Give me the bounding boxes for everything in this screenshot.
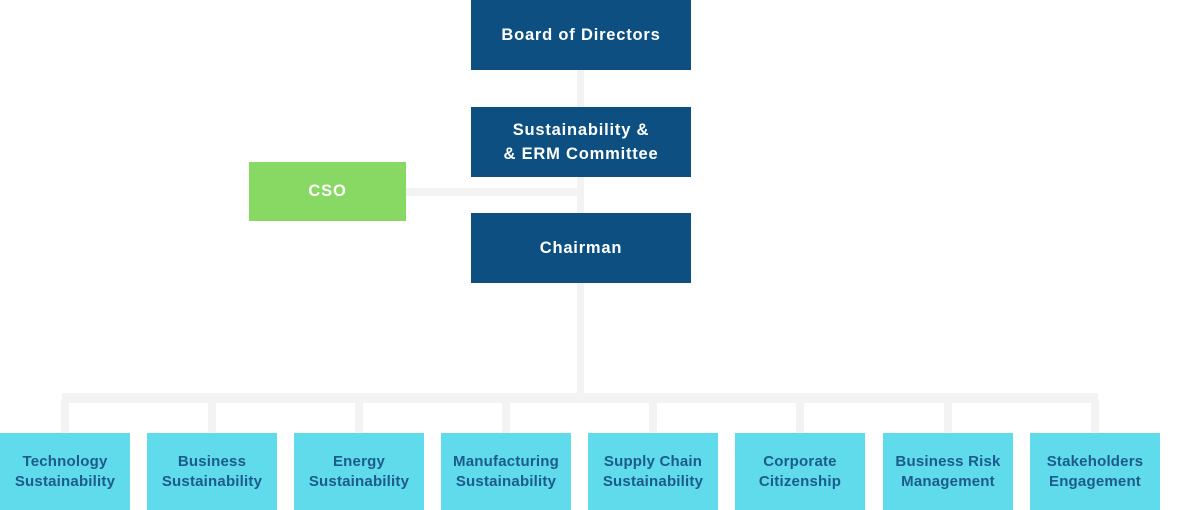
- node-label-line2: Sustainability: [161, 472, 263, 490]
- connector-drop-business: [208, 400, 216, 433]
- connector-chairman-stem: [577, 283, 584, 395]
- node-label-line2: Management: [901, 472, 995, 490]
- node-corporate-citizenship: Corporate Citizenship: [735, 433, 865, 510]
- node-energy-sustainability: Energy Sustainability: [294, 433, 424, 510]
- node-technology-sustainability: Technology Sustainability: [0, 433, 130, 510]
- node-label-line2: Sustainability: [308, 472, 410, 490]
- connector-drop-corporate: [796, 400, 804, 433]
- node-label-line2: Sustainability: [14, 472, 116, 490]
- connector-drop-technology: [61, 400, 69, 433]
- node-business-sustainability: Business Sustainability: [147, 433, 277, 510]
- node-label-line2: Sustainability: [455, 472, 557, 490]
- node-label-line1: Energy: [332, 453, 386, 470]
- node-label-line2: Engagement: [1048, 472, 1141, 490]
- node-label-line1: Business Risk: [895, 453, 1001, 470]
- connector-drop-supply-chain: [649, 400, 657, 433]
- node-label: Chairman: [539, 239, 623, 257]
- node-label-line1: Supply Chain: [603, 453, 703, 470]
- node-label-line1: Manufacturing: [453, 453, 559, 470]
- node-label-line1: Stakeholders: [1046, 453, 1144, 470]
- node-label-line2: Sustainability: [602, 472, 704, 490]
- connector-drop-stakeholders: [1091, 400, 1099, 433]
- connector-drop-business-risk: [944, 400, 952, 433]
- node-label-line1: Sustainability &: [512, 121, 650, 139]
- node-chairman: Chairman: [471, 213, 691, 283]
- node-supply-chain-sustainability: Supply Chain Sustainability: [588, 433, 718, 510]
- node-label-line1: Business: [177, 453, 247, 470]
- node-sustainability-erm-committee: Sustainability & & ERM Committee: [471, 107, 691, 177]
- node-label: Board of Directors: [501, 26, 661, 44]
- node-label-line1: Technology: [22, 453, 108, 470]
- node-label-line2: Citizenship: [758, 472, 842, 490]
- node-stakeholders-engagement: Stakeholders Engagement: [1030, 433, 1160, 510]
- connector-drop-manufacturing: [502, 400, 510, 433]
- connector-board-committee: [577, 70, 584, 107]
- node-cso: CSO: [249, 162, 406, 221]
- node-board-of-directors: Board of Directors: [471, 0, 691, 70]
- node-label: CSO: [308, 182, 347, 200]
- node-label-line2: & ERM Committee: [503, 145, 659, 163]
- connector-cso-branch: [406, 188, 584, 196]
- node-label-line1: Corporate: [763, 453, 837, 470]
- node-manufacturing-sustainability: Manufacturing Sustainability: [441, 433, 571, 510]
- connector-departments-bus: [62, 393, 1098, 403]
- node-business-risk-management: Business Risk Management: [883, 433, 1013, 510]
- connector-drop-energy: [355, 400, 363, 433]
